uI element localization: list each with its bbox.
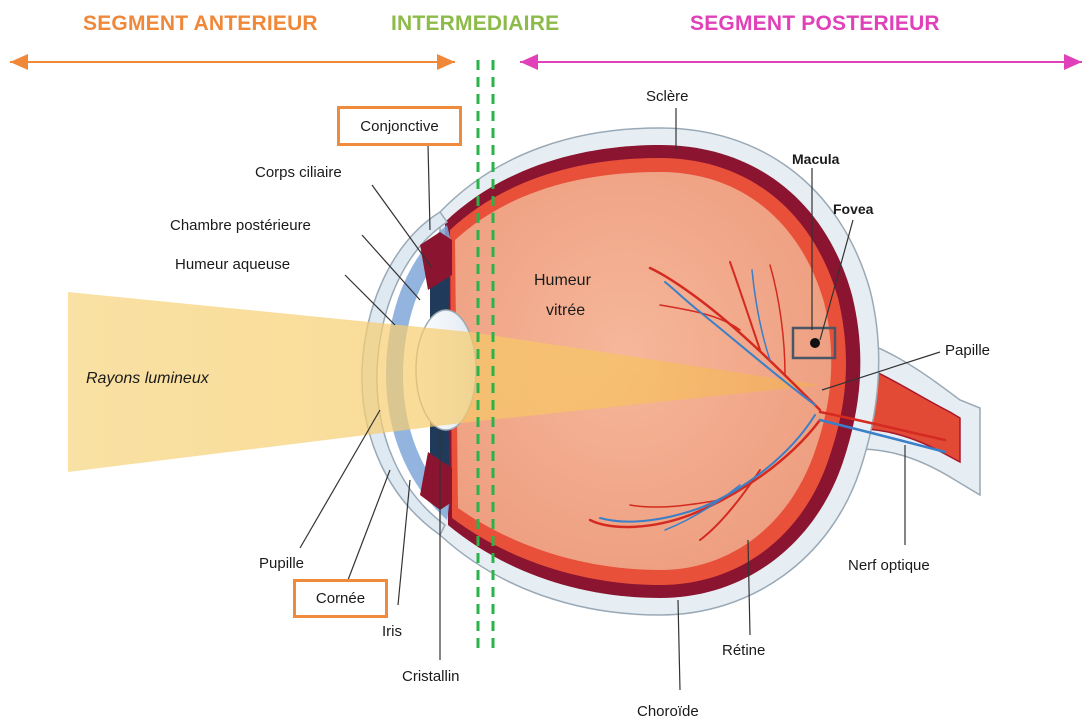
conjonctive-label: Conjonctive (360, 118, 438, 135)
posterior-segment-title: SEGMENT POSTERIEUR (690, 12, 940, 36)
iris-label: Iris (382, 623, 402, 641)
pupille-label: Pupille (259, 555, 304, 573)
humeur-aqueuse-label: Humeur aqueuse (175, 256, 290, 274)
intermediate-segment-title: INTERMEDIAIRE (391, 12, 559, 36)
cornee-label-box: Cornée (293, 579, 388, 618)
rayons-lumineux-label: Rayons lumineux (86, 370, 209, 388)
humeur-vitree-label-line1: Humeur (534, 272, 591, 290)
nerf-optique-label: Nerf optique (848, 557, 930, 575)
choroide-label: Choroïde (637, 703, 699, 721)
fovea-label: Fovea (833, 200, 873, 218)
macula-label: Macula (792, 150, 839, 168)
fovea-dot (810, 338, 820, 348)
cornee-label: Cornée (316, 590, 365, 607)
papille-label: Papille (945, 342, 990, 360)
humeur-vitree-label-line2: vitrée (546, 302, 585, 320)
anterior-segment-title: SEGMENT ANTERIEUR (83, 12, 318, 36)
corps-ciliaire-label: Corps ciliaire (255, 164, 342, 182)
chambre-posterieure-label: Chambre postérieure (170, 217, 311, 235)
sclere-label: Sclère (646, 88, 689, 106)
conjonctive-label-box: Conjonctive (337, 106, 462, 146)
retine-label: Rétine (722, 642, 765, 660)
cristallin-label: Cristallin (402, 668, 460, 686)
